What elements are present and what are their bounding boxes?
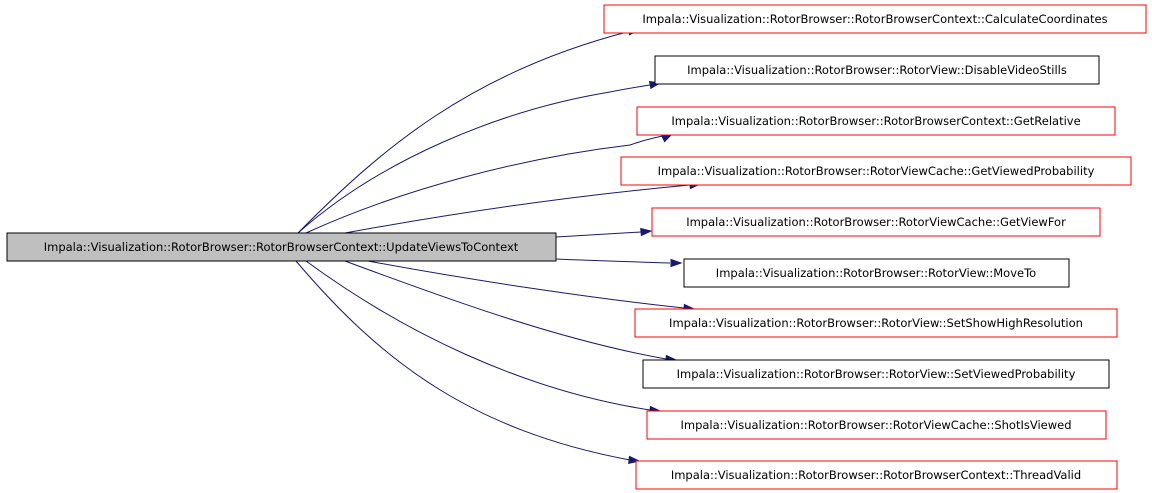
call-edge xyxy=(305,134,671,234)
callee-node[interactable]: Impala::Visualization::RotorBrowser::Rot… xyxy=(651,207,1101,237)
callee-node[interactable]: Impala::Visualization::RotorBrowser::Rot… xyxy=(654,55,1100,85)
callee-node[interactable]: Impala::Visualization::RotorBrowser::Rot… xyxy=(642,359,1110,389)
call-edge xyxy=(555,258,671,264)
callee-node-label: Impala::Visualization::RotorBrowser::Rot… xyxy=(680,418,1071,432)
call-edge xyxy=(297,83,656,234)
callee-node[interactable]: Impala::Visualization::RotorBrowser::Rot… xyxy=(683,258,1070,288)
callee-node[interactable]: Impala::Visualization::RotorBrowser::Rot… xyxy=(620,156,1132,186)
callee-node[interactable]: Impala::Visualization::RotorBrowser::Rot… xyxy=(646,410,1107,440)
call-edge xyxy=(295,260,631,461)
callee-node-label: Impala::Visualization::RotorBrowser::Rot… xyxy=(686,215,1066,229)
arrowhead-icon xyxy=(628,455,641,465)
arrowhead-icon xyxy=(670,258,683,268)
callee-node[interactable]: Impala::Visualization::RotorBrowser::Rot… xyxy=(634,308,1118,338)
callee-node-label: Impala::Visualization::RotorBrowser::Rot… xyxy=(671,114,1080,128)
call-edge xyxy=(297,30,632,234)
callee-node[interactable]: Impala::Visualization::RotorBrowser::Rot… xyxy=(636,106,1116,136)
call-edge xyxy=(555,231,642,238)
arrowhead-icon xyxy=(640,227,653,237)
callee-node-label: Impala::Visualization::RotorBrowser::Rot… xyxy=(677,367,1076,381)
callee-node-label: Impala::Visualization::RotorBrowser::Rot… xyxy=(716,266,1036,280)
root-node-label: Impala::Visualization::RotorBrowser::Rot… xyxy=(44,240,519,254)
call-edge xyxy=(367,260,685,309)
root-node[interactable]: Impala::Visualization::RotorBrowser::Rot… xyxy=(6,232,557,262)
call-edge xyxy=(344,260,667,360)
callee-node[interactable]: Impala::Visualization::RotorBrowser::Rot… xyxy=(635,460,1118,490)
callee-node-label: Impala::Visualization::RotorBrowser::Rot… xyxy=(642,12,1107,26)
callee-node[interactable]: Impala::Visualization::RotorBrowser::Rot… xyxy=(603,4,1147,34)
call-edge xyxy=(344,184,691,234)
callee-node-label: Impala::Visualization::RotorBrowser::Rot… xyxy=(669,316,1083,330)
callee-node-label: Impala::Visualization::RotorBrowser::Rot… xyxy=(658,164,1095,178)
callee-node-label: Impala::Visualization::RotorBrowser::Rot… xyxy=(687,63,1067,77)
callee-node-label: Impala::Visualization::RotorBrowser::Rot… xyxy=(671,468,1081,482)
call-edge xyxy=(305,260,651,411)
